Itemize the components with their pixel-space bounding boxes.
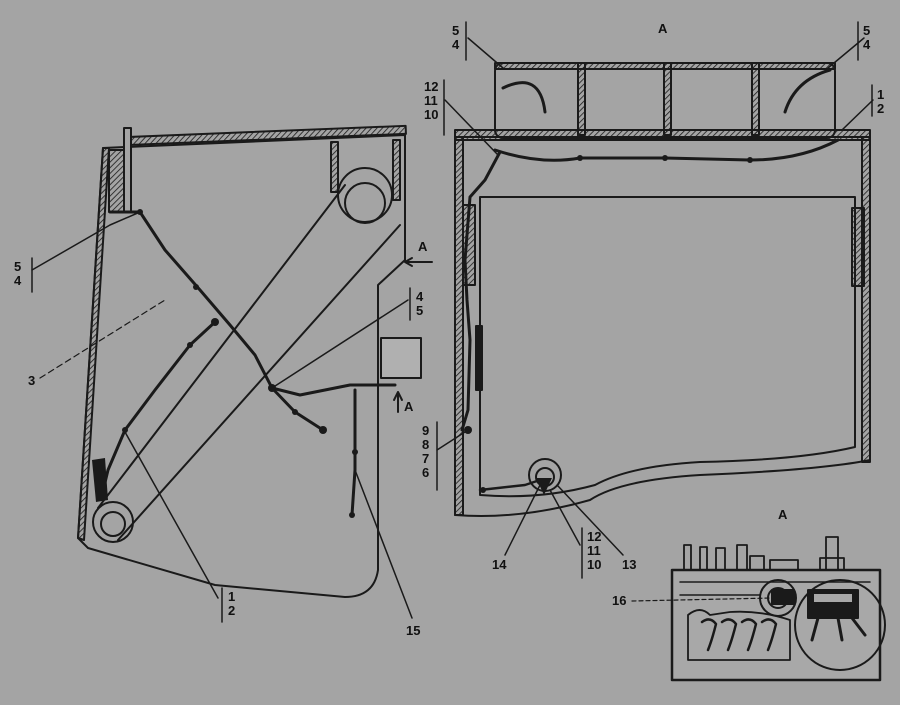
detail-large-circle (794, 579, 886, 671)
leader-detail-16 (631, 597, 773, 602)
right-harness-bottom (478, 478, 542, 492)
right-left-frame (454, 136, 464, 516)
left-strut-2 (117, 224, 401, 541)
left-label-15: 15 (406, 623, 421, 638)
leader-left-5-4 (31, 211, 141, 271)
left-top-rod (123, 127, 132, 213)
right-panel-outline (454, 136, 871, 517)
left-bottom-roller-inner (100, 511, 126, 537)
label-5: 5 (452, 23, 460, 38)
label-10: 10 (424, 107, 439, 122)
right-left-strip-lower (475, 325, 483, 391)
label-8: 8 (422, 437, 430, 452)
left-panel-outline (77, 134, 406, 598)
left-label-3: 3 (28, 373, 36, 388)
right-rack-arc-right (783, 68, 832, 114)
left-harness-main (108, 210, 325, 432)
leader-right-9-8-7-6 (436, 429, 469, 451)
label-4: 4 (452, 37, 460, 52)
right-label-13: 13 (622, 557, 637, 572)
label-4: 4 (863, 37, 871, 52)
right-rack-arc-left (501, 81, 547, 114)
arrow-a-lower-label: A (404, 399, 414, 414)
leader-left-3 (39, 299, 166, 379)
label-2: 2 (228, 603, 236, 618)
left-group-5-4: 5 4 (14, 260, 21, 288)
view-a-top-label: A (658, 21, 668, 36)
leader-left-15 (354, 469, 413, 619)
right-inner-panel (479, 196, 856, 498)
label-2: 2 (877, 101, 885, 116)
arrow-a-lower-mark (393, 391, 403, 413)
right-top-frame (454, 129, 871, 141)
leader-left-1-2 (124, 431, 219, 599)
right-group-5-4-left: 5 4 (452, 24, 459, 52)
leader-right-12-11-10-bottom (549, 489, 581, 546)
label-5: 5 (863, 23, 871, 38)
label-7: 7 (422, 451, 430, 466)
leader-right-12-11-10-top (444, 99, 499, 156)
right-group-12-11-10-bottom: 12 11 10 (587, 530, 601, 572)
left-panel-view (31, 124, 433, 623)
right-group-1-2: 1 2 (877, 88, 884, 116)
label-12: 12 (424, 79, 439, 94)
left-harness-branch (100, 320, 217, 497)
leader-right-5-4-left (467, 37, 504, 69)
leader-right-14 (504, 484, 541, 556)
label-10: 10 (587, 557, 602, 572)
label-1: 1 (228, 589, 236, 604)
label-4: 4 (14, 273, 22, 288)
label-11: 11 (424, 93, 438, 108)
leader-left-4-5 (271, 299, 409, 389)
right-label-14: 14 (492, 557, 507, 572)
arrow-a-upper-mark (404, 257, 433, 267)
left-group-1-2: 1 2 (228, 590, 235, 618)
left-top-frame (126, 124, 407, 146)
label-6: 6 (422, 465, 430, 480)
label-12: 12 (587, 529, 602, 544)
right-group-5-4-right: 5 4 (863, 24, 870, 52)
right-panel-view (436, 21, 874, 579)
left-strut-1 (97, 184, 346, 509)
right-group-12-11-10-top: 12 11 10 (424, 80, 438, 122)
left-top-cylinder-inner (344, 182, 386, 224)
right-group-9-8-7-6: 9 8 7 6 (422, 424, 429, 480)
arrow-a-upper-label: A (418, 239, 428, 254)
left-group-4-5: 4 5 (416, 290, 423, 318)
label-5: 5 (416, 303, 424, 318)
left-cylinder-bracket-left (330, 141, 339, 193)
right-harness-left-down (460, 150, 502, 432)
label-4: 4 (416, 289, 424, 304)
leader-right-1-2 (841, 99, 874, 131)
left-harness-right (270, 383, 397, 397)
label-5: 5 (14, 259, 22, 274)
right-right-strip (851, 207, 865, 287)
label-9: 9 (422, 423, 430, 438)
leader-right-13 (557, 485, 624, 556)
view-a-detail-label: A (778, 507, 788, 522)
left-junction-box (380, 337, 422, 379)
left-cylinder-bracket-right (392, 139, 401, 201)
label-1: 1 (877, 87, 885, 102)
label-11: 11 (587, 543, 601, 558)
detail-view-a (631, 536, 886, 682)
detail-label-16: 16 (612, 593, 627, 608)
right-right-frame (861, 136, 871, 463)
